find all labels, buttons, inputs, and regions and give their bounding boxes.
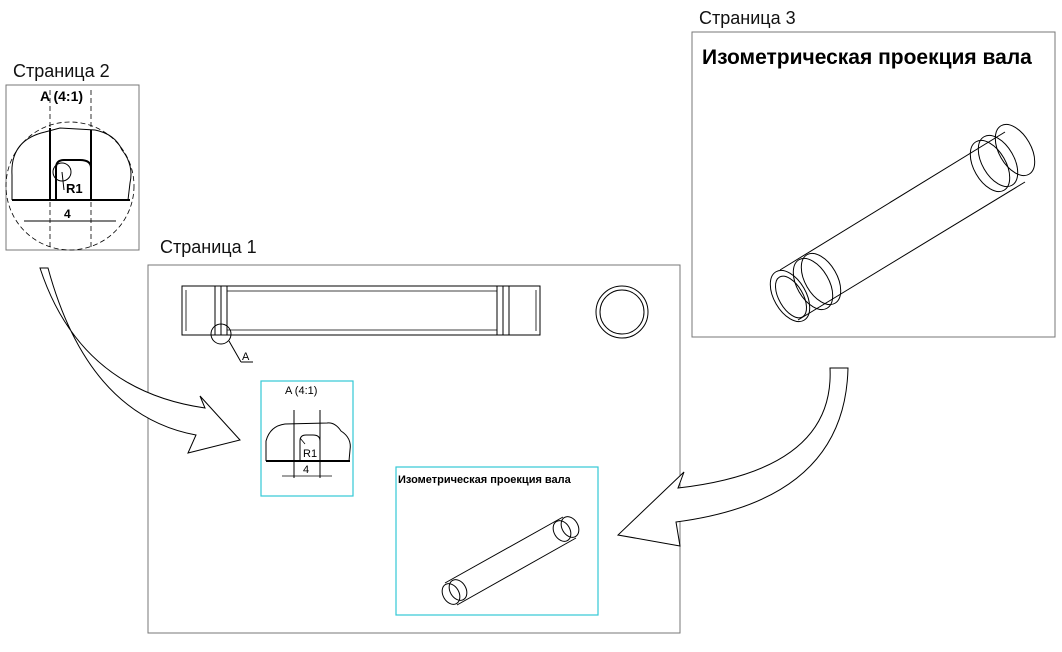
iso-viewport-title: Изометрическая проекция вала xyxy=(398,474,572,486)
shaft-end-view xyxy=(595,285,649,339)
page2-frame xyxy=(5,84,140,251)
page3-iso-shaft xyxy=(769,123,1036,323)
detail-viewport-radius: R1 xyxy=(303,448,317,460)
page2-radius-label: R1 xyxy=(66,181,83,196)
page3-frame xyxy=(691,31,1056,338)
page2-dimension-label: 4 xyxy=(64,207,71,221)
arrow-page2-to-detail xyxy=(39,267,241,454)
iso-viewport[interactable]: Изометрическая проекция вала xyxy=(395,466,599,616)
page2-label: Страница 2 xyxy=(13,61,110,81)
page3-label: Страница 3 xyxy=(699,8,796,28)
detail-viewport-title: A (4:1) xyxy=(285,385,317,397)
detail-circle xyxy=(210,323,232,345)
detail-viewport-dim: 4 xyxy=(303,464,309,476)
page1-label: Страница 1 xyxy=(160,237,257,257)
detail-viewport[interactable]: A (4:1) R1 4 xyxy=(260,380,354,497)
arrow-page3-to-iso xyxy=(616,367,849,547)
page2-view-title: A (4:1) xyxy=(40,88,83,104)
shaft-side-view: A xyxy=(181,285,541,363)
page2-detail-view: A (4:1) R1 4 xyxy=(5,88,135,251)
section-marker-label: A xyxy=(242,351,250,363)
page3-title: Изометрическая проекция вала xyxy=(702,46,1032,69)
